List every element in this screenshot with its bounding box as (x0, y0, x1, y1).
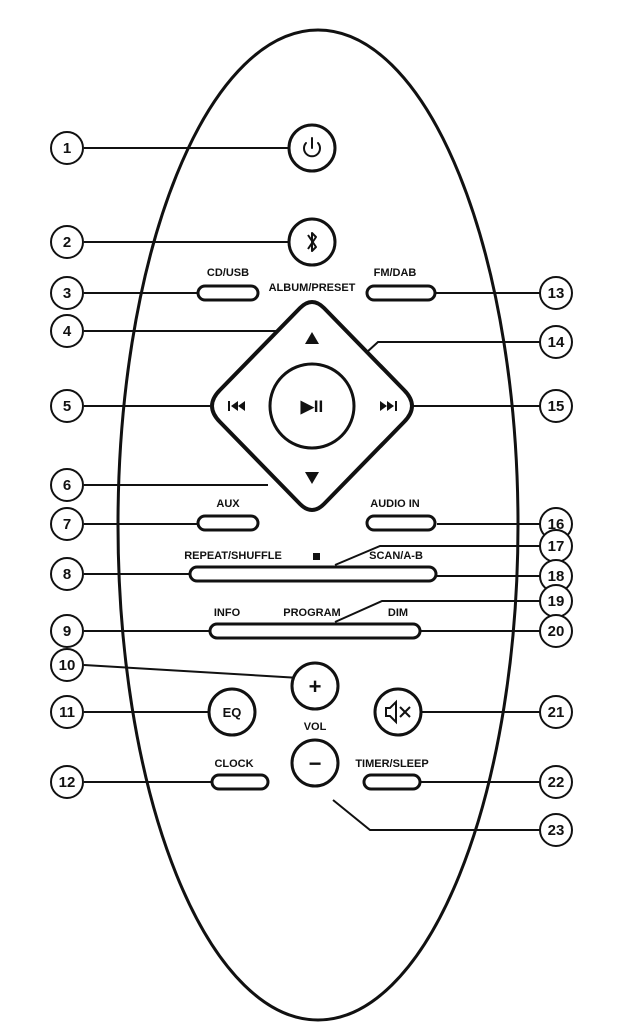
audio-in-button[interactable] (365, 514, 437, 532)
callout-14-label: 14 (548, 334, 565, 351)
callout-1-label: 1 (63, 140, 71, 157)
callout-9-label: 9 (63, 623, 71, 640)
callout-19: 19 (539, 584, 573, 618)
leader-lines (83, 147, 540, 831)
album-preset-label: ALBUM/PRESET (269, 282, 356, 294)
down-arrow-icon[interactable] (305, 472, 319, 484)
fm-dab-button[interactable] (365, 284, 437, 302)
program-label: PROGRAM (283, 607, 340, 619)
stop-icon (313, 553, 320, 560)
mute-button[interactable] (373, 687, 423, 737)
callout-12: 12 (50, 765, 84, 799)
callout-19-label: 19 (548, 593, 565, 610)
callout-6-label: 6 (63, 477, 71, 494)
callout-21-label: 21 (548, 704, 565, 721)
bluetooth-icon (307, 232, 317, 252)
volume-label: VOL (304, 721, 327, 733)
clock-label: CLOCK (214, 758, 253, 770)
up-arrow-icon[interactable] (305, 332, 319, 344)
callout-21: 21 (539, 695, 573, 729)
info-label: INFO (214, 607, 241, 619)
bluetooth-button[interactable] (287, 217, 337, 267)
callout-18-label: 18 (548, 568, 565, 585)
callout-10: 10 (50, 648, 84, 682)
dim-label: DIM (388, 607, 408, 619)
callout-3-label: 3 (63, 285, 71, 302)
aux-button[interactable] (196, 514, 260, 532)
callout-5: 5 (50, 389, 84, 423)
timer-sleep-label: TIMER/SLEEP (355, 758, 428, 770)
callout-17-label: 17 (548, 538, 565, 555)
callout-20: 20 (539, 614, 573, 648)
callout-7-label: 7 (63, 516, 71, 533)
info-program-dim-bar[interactable] (208, 622, 422, 640)
callout-14: 14 (539, 325, 573, 359)
previous-track-icon[interactable] (228, 401, 245, 411)
play-pause-icon: ▶II (300, 397, 324, 416)
callout-2: 2 (50, 225, 84, 259)
repeat-stop-scan-bar[interactable] (188, 565, 438, 583)
callout-13: 13 (539, 276, 573, 310)
callout-8-label: 8 (63, 566, 71, 583)
mute-icon (385, 699, 411, 725)
scan-ab-label: SCAN/A-B (369, 550, 423, 562)
callout-4: 4 (50, 314, 84, 348)
callout-23-label: 23 (548, 822, 565, 839)
power-button[interactable] (287, 123, 337, 173)
callout-11: 11 (50, 695, 84, 729)
fm-dab-label: FM/DAB (374, 267, 417, 279)
callout-16-label: 16 (548, 516, 565, 533)
callout-15-label: 15 (548, 398, 565, 415)
volume-up-icon: + (309, 674, 322, 699)
play-pause-button[interactable]: ▶II (268, 362, 356, 450)
callout-9: 9 (50, 614, 84, 648)
callout-23: 23 (539, 813, 573, 847)
callout-11-label: 11 (59, 704, 75, 721)
callout-4-label: 4 (63, 323, 72, 340)
volume-down-button[interactable]: − (290, 738, 340, 788)
repeat-shuffle-label: REPEAT/SHUFFLE (184, 550, 282, 562)
audio-in-label: AUDIO IN (370, 498, 420, 510)
callout-1: 1 (50, 131, 84, 165)
callout-15: 15 (539, 389, 573, 423)
volume-down-icon: − (309, 751, 322, 776)
callout-5-label: 5 (63, 398, 71, 415)
callout-13-label: 13 (548, 285, 565, 302)
cd-usb-button[interactable] (196, 284, 260, 302)
volume-up-button[interactable]: + (290, 661, 340, 711)
callout-18: 18 (539, 559, 573, 593)
callouts-left: 1 2 3 4 5 6 7 8 9 10 11 12 (50, 131, 84, 799)
callout-2-label: 2 (63, 234, 71, 251)
callout-20-label: 20 (548, 623, 565, 640)
aux-label: AUX (216, 498, 240, 510)
callout-12-label: 12 (59, 774, 76, 791)
callout-10-label: 10 (59, 657, 76, 674)
callout-22: 22 (539, 765, 573, 799)
cd-usb-label: CD/USB (207, 267, 249, 279)
callout-3: 3 (50, 276, 84, 310)
next-track-icon[interactable] (380, 401, 397, 411)
callout-17: 17 (539, 529, 573, 563)
callout-7: 7 (50, 507, 84, 541)
eq-label: EQ (223, 705, 242, 720)
callout-8: 8 (50, 557, 84, 591)
clock-button[interactable] (210, 773, 270, 791)
callouts-right: 13 14 15 16 17 18 19 20 21 22 23 (539, 276, 573, 847)
eq-button[interactable]: EQ (207, 687, 257, 737)
timer-sleep-button[interactable] (362, 773, 422, 791)
callout-22-label: 22 (548, 774, 565, 791)
power-icon (303, 137, 321, 158)
callout-6: 6 (50, 468, 84, 502)
